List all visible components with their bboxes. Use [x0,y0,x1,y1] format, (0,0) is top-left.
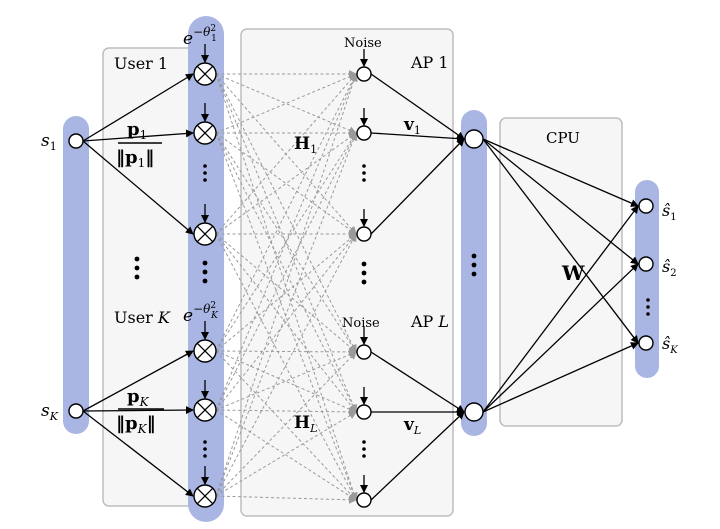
output-node [638,335,654,351]
pK-denominator: ‖pK‖ [116,413,156,436]
output-node [638,256,654,272]
channel-link [215,73,357,352]
precoder-link [82,129,194,142]
noise-top-label: Noise [344,36,382,51]
channel-link [215,132,357,235]
cpu-box [499,117,623,427]
output-bar [635,180,659,378]
precoder-link [82,410,194,497]
input-bar [63,116,89,434]
combiner-link [370,351,465,413]
cpu-label: CPU [546,129,580,147]
channel-link [215,351,357,497]
out1-label: ŝ1 [662,201,677,223]
out2-label: ŝ2 [662,257,677,279]
combiner-link [370,132,465,143]
channel-link [215,73,357,134]
channel-link [215,407,357,416]
ap1-label: AP 1 [410,53,449,72]
antenna-node [356,125,372,141]
p1-numerator: p1 [127,119,147,142]
antenna-node [356,492,372,508]
channel-link [215,233,357,411]
channel-link [215,350,357,501]
channel-link [215,132,357,352]
H1-label: H1 [294,134,317,156]
vL-label: vL [403,415,421,437]
channel-link [215,132,357,235]
channel-link [215,233,357,501]
channel-link [215,233,357,497]
W-label: W [561,261,585,285]
cpu-link [482,342,639,413]
precoder-link [82,406,194,415]
channel-link [215,347,357,356]
nodes [68,62,654,508]
cpu-link [482,205,639,413]
multiplier-cross [196,342,214,360]
multiplier-cross [196,401,214,419]
channel-link [215,73,358,413]
channel-link [215,73,358,497]
combiner-link [370,138,465,235]
input-node-s1 [68,133,84,149]
HL-label: HL [294,413,317,435]
apL-label: AP L [410,312,449,331]
combiner-link [370,73,465,140]
channel-link [215,73,357,235]
sK-label: sK [41,401,59,423]
channel-link [215,132,358,501]
channel-link [215,132,358,497]
userK-label: User K [114,308,171,327]
ellipsis-dots [134,164,650,458]
channel-link [215,233,357,352]
channel-link [215,73,357,411]
cpu-link [482,138,639,207]
input-node-sK [68,403,84,419]
channel-link [215,350,357,413]
multiplier-cross [196,487,214,505]
antenna-node [356,66,372,82]
multiplier-cross [196,225,214,243]
precoder-link [82,73,194,142]
channel-link [215,495,357,504]
ap-box [240,28,454,517]
noise-mid-label: Noise [342,316,380,331]
precoder-link [82,140,194,235]
channel-link [215,132,357,353]
p1-denominator: ‖p1‖ [116,147,154,170]
outK-label: ŝK [662,334,678,356]
channel-link [215,73,357,134]
antenna-node [356,344,372,360]
cpu-link [482,263,639,413]
antenna-node [356,404,372,420]
combiner-link [370,411,465,501]
channel-links [215,70,358,504]
channel-link [215,233,357,413]
apL-output-node [464,402,484,422]
user1-label: User 1 [114,54,168,73]
channel-link [215,409,357,501]
ap1-output-node [464,129,484,149]
cpu-link [482,138,639,265]
cpu-link [482,138,639,344]
output-node [638,198,654,214]
pK-numerator: pK [127,386,150,409]
channel-link [215,132,357,411]
multiplier-cross [196,65,214,83]
v1-label: v1 [403,115,421,137]
antenna-node [356,226,372,242]
multiplier-bar [188,16,224,522]
s1-label: s1 [41,131,57,153]
multiplier-cross [196,124,214,142]
signal-links [82,44,639,501]
precoder-link [82,350,194,412]
